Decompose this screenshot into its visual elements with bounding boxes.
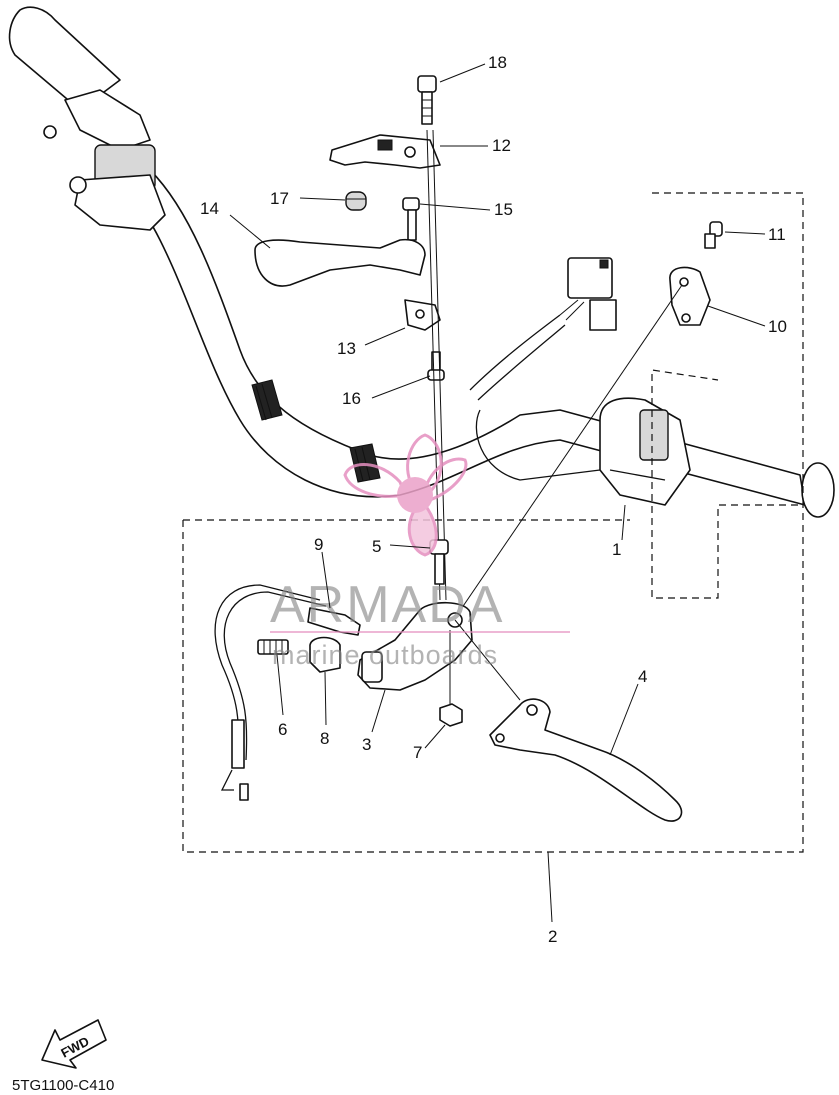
brake-master-cylinder	[74, 174, 166, 231]
callout-5: 5	[372, 537, 381, 556]
part-14-lever	[254, 238, 426, 287]
callout-14: 14	[200, 199, 219, 218]
callouts: 1 2 3 4 5 6 7 8 9 10 11 12 13 14 15 16 1…	[200, 53, 787, 946]
group-box-switch	[651, 192, 804, 599]
callout-7: 7	[413, 743, 422, 762]
hot-start-assembly	[254, 75, 447, 601]
callout-3: 3	[362, 735, 371, 754]
callout-18: 18	[488, 53, 507, 72]
diagram-code: 5TG1100-C410	[12, 1077, 114, 1094]
callout-8: 8	[320, 729, 329, 748]
callout-2: 2	[548, 927, 557, 946]
part-3-bracket	[357, 601, 473, 691]
handlebar-switch	[599, 397, 691, 506]
callout-1: 1	[612, 540, 621, 559]
part-18-bolt	[417, 75, 437, 125]
watermark-tagline: marine outboards	[272, 640, 498, 670]
fwd-arrow-icon: FWD	[41, 1019, 107, 1069]
part-4-lever	[489, 698, 683, 822]
watermark-brand: ARMADA	[270, 576, 504, 634]
callout-9: 9	[314, 535, 323, 554]
callout-13: 13	[337, 339, 356, 358]
part-11-screw	[704, 221, 723, 249]
part-5-bolt	[429, 539, 449, 585]
callout-12: 12	[492, 136, 511, 155]
callout-17: 17	[270, 189, 289, 208]
callout-11: 11	[768, 225, 786, 244]
propeller-logo-icon	[343, 433, 468, 557]
handlebar-knurl-left	[251, 379, 283, 421]
switch-connector	[559, 257, 617, 331]
callout-16: 16	[342, 389, 361, 408]
part-7-nut	[439, 703, 463, 727]
part-9-adjuster	[307, 607, 361, 636]
throttle-area	[469, 257, 691, 506]
brake-lever-perch	[64, 89, 151, 151]
callout-15: 15	[494, 200, 513, 219]
callout-6: 6	[278, 720, 287, 739]
callout-10: 10	[768, 317, 787, 336]
part-8-locknut	[309, 636, 341, 673]
left-grip-assembly	[8, 6, 166, 231]
part-17-cap	[345, 191, 367, 211]
part-12-holder	[329, 134, 441, 169]
watermark: ARMADA marine outboards	[270, 433, 570, 670]
leader-lines	[229, 63, 766, 923]
clutch-lever-assembly	[214, 539, 683, 822]
switch-clamp-assembly	[439, 221, 723, 641]
handlebar	[129, 169, 835, 518]
callout-4: 4	[638, 667, 647, 686]
bar-end-right	[801, 462, 835, 518]
part-6-adjuster-bolt	[257, 639, 289, 655]
group-box-clutch	[182, 505, 804, 853]
brake-bolt-top	[43, 125, 57, 139]
part-16-bolt	[427, 351, 445, 381]
brake-bolt-bottom	[69, 176, 87, 194]
part-15-bolt	[402, 197, 420, 241]
